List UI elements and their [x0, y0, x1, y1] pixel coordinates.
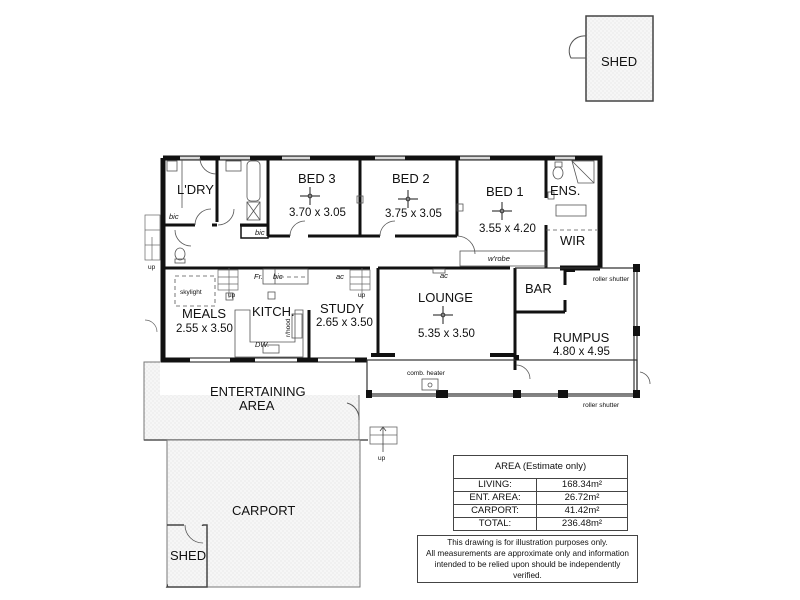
- disclaimer: This drawing is for illustration purpose…: [417, 535, 638, 583]
- room-label-shed-small: SHED: [170, 548, 206, 563]
- disclaimer-line: This drawing is for illustration purpose…: [447, 538, 608, 547]
- annotation-ac-lounge: ac: [440, 271, 448, 280]
- detached-shed: [568, 15, 654, 102]
- annotation-fridge: Fr.: [254, 272, 263, 281]
- room-label-lounge: LOUNGE: [418, 290, 473, 305]
- annotation-bic-kitchen: bic: [273, 272, 283, 281]
- area-label: CARPORT:: [454, 505, 537, 517]
- room-dims-meals: 2.55 x 3.50: [176, 323, 233, 335]
- annotation-up-left: up: [148, 264, 156, 271]
- ceiling-fans: [300, 187, 512, 324]
- area-row-carport: CARPORT: 41.42m²: [454, 505, 627, 518]
- annotation-ac-study: ac: [336, 272, 344, 281]
- annotation-dishwasher: DW.: [255, 340, 269, 349]
- area-row-ent: ENT. AREA: 26.72m²: [454, 492, 627, 505]
- area-table: AREA (Estimate only) LIVING: 168.34m² EN…: [453, 455, 628, 531]
- room-dims-lounge: 5.35 x 3.50: [418, 328, 475, 340]
- area-label: TOTAL:: [454, 518, 537, 530]
- area-row-total: TOTAL: 236.48m²: [454, 518, 627, 530]
- disclaimer-line: intended to be relied upon should be ind…: [434, 560, 621, 580]
- room-label-bed2: BED 2: [392, 171, 430, 186]
- room-label-bar: BAR: [525, 281, 552, 296]
- room-label-kitchen: KITCH.: [252, 304, 295, 319]
- room-dims-rumpus: 4.80 x 4.95: [553, 346, 610, 358]
- room-label-shed-detached: SHED: [601, 54, 637, 69]
- room-label-bed3: BED 3: [298, 171, 336, 186]
- room-label-wir: WIR: [560, 233, 585, 248]
- area-row-living: LIVING: 168.34m²: [454, 479, 627, 492]
- room-label-ensuite: ENS.: [550, 183, 580, 198]
- area-label: LIVING:: [454, 479, 537, 491]
- room-label-entertaining-1: ENTERTAINING: [210, 384, 306, 399]
- annotation-bic-hall: bic: [255, 228, 265, 237]
- annotation-heater: comb. heater: [407, 370, 446, 377]
- carport: [165, 439, 361, 588]
- room-label-carport: CARPORT: [232, 503, 295, 518]
- room-label-rumpus: RUMPUS: [553, 330, 610, 345]
- area-value: 41.42m²: [564, 505, 600, 516]
- room-label-bed1: BED 1: [486, 184, 524, 199]
- room-label-entertaining-2: AREA: [239, 398, 275, 413]
- annotation-skylight: skylight: [180, 289, 202, 296]
- annotation-roller-shutter-top: roller shutter: [593, 276, 630, 283]
- room-label-meals: MEALS: [182, 306, 226, 321]
- annotation-bic-laundry: bic: [169, 212, 179, 221]
- annotation-roller-shutter-bottom: roller shutter: [583, 402, 620, 409]
- annotation-up-meals: up: [228, 292, 236, 299]
- annotation-up-study: up: [358, 292, 366, 299]
- annotation-wardrobe: w'robe: [488, 254, 510, 263]
- annotation-rangehood: r/hood: [285, 318, 292, 337]
- room-dims-bed2: 3.75 x 3.05: [385, 208, 442, 220]
- room-dims-bed3: 3.70 x 3.05: [289, 207, 346, 219]
- disclaimer-line: All measurements are approximate only an…: [426, 549, 629, 558]
- area-value: 26.72m²: [564, 492, 600, 503]
- area-value: 168.34m²: [561, 479, 603, 490]
- room-dims-bed1: 3.55 x 4.20: [479, 223, 536, 235]
- annotation-up-ent: up: [378, 455, 386, 462]
- area-value: 236.48m²: [561, 518, 603, 529]
- area-label: ENT. AREA:: [454, 492, 537, 504]
- room-label-study: STUDY: [320, 301, 364, 316]
- room-dims-study: 2.65 x 3.50: [316, 317, 373, 329]
- area-table-title: AREA (Estimate only): [454, 456, 627, 479]
- room-label-laundry: L'DRY: [177, 182, 214, 197]
